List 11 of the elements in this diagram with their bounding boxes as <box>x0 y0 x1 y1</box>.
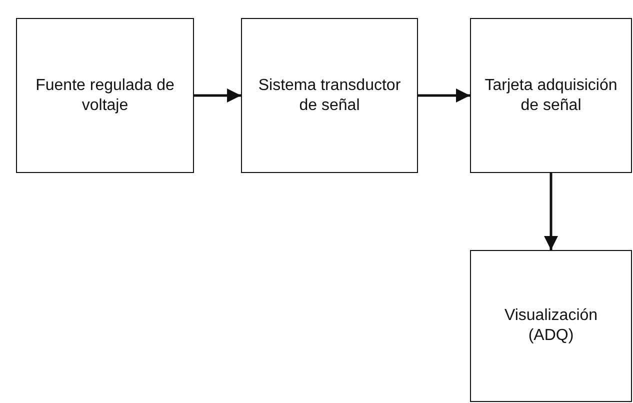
box-label: Tarjeta adquisición de señal <box>484 76 618 116</box>
arrow <box>194 88 241 102</box>
process-box <box>241 18 418 173</box>
process-box <box>470 18 632 173</box>
box-label: Sistema transductor de señal <box>257 76 402 116</box>
process-box <box>16 18 194 173</box>
box-label: Visualización (ADQ) <box>503 306 599 346</box>
process-box <box>470 250 632 402</box>
arrow <box>544 173 558 250</box>
arrow <box>418 88 470 102</box>
box-label: Fuente regulada de voltaje <box>34 76 176 116</box>
